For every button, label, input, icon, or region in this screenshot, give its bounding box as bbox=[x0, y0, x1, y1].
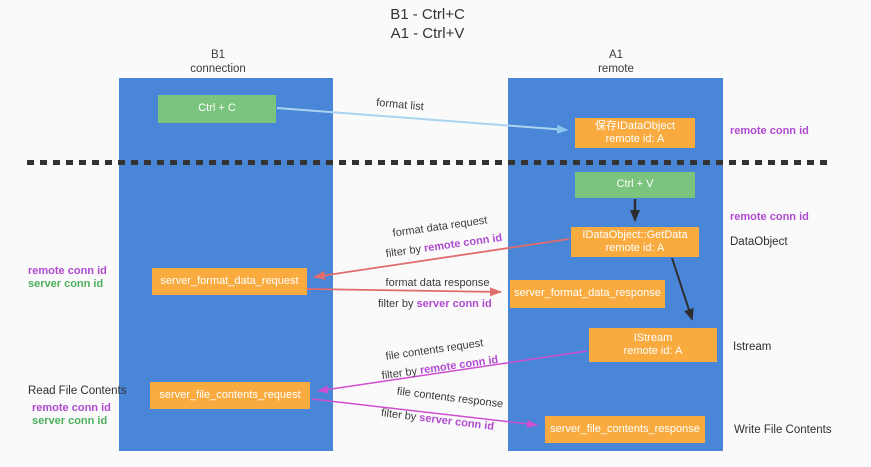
ctrl-v-box: Ctrl + V bbox=[575, 172, 695, 198]
write-file-contents-label: Write File Contents bbox=[734, 424, 832, 436]
format-data-response-arrow bbox=[306, 287, 502, 297]
header-a1-remote: A1 remote bbox=[546, 48, 686, 76]
getdata-line2: remote id: A bbox=[605, 242, 665, 254]
istream-side-label: Istream bbox=[733, 341, 772, 353]
format-data-response-text: format data response bbox=[385, 277, 490, 289]
ctrl-v-label: Ctrl + V bbox=[616, 178, 654, 191]
save-dataobject-line2: remote id: A bbox=[605, 133, 665, 145]
save-dataobject-line1: 保存IDataObject bbox=[594, 119, 676, 132]
ctrl-c-label: Ctrl + C bbox=[198, 102, 236, 115]
format-data-response-annotation: format data response bbox=[385, 277, 490, 289]
server-conn-id-label-left-1: server conn id bbox=[28, 278, 104, 290]
filter-by-text: filter by bbox=[380, 407, 421, 424]
file-contents-response-annotation: file contents response bbox=[394, 385, 507, 411]
read-file-contents-label: Read File Contents bbox=[28, 385, 127, 397]
idataobject-getdata-box: IDataObject::GetData remote id: A bbox=[571, 227, 699, 257]
filter-by-server-conn-id-annotation-1: filter by server conn id bbox=[378, 298, 492, 310]
remote-conn-id-label-mid: remote conn id bbox=[730, 211, 809, 223]
save-dataobject-box: 保存IDataObject remote id: A bbox=[575, 118, 695, 148]
filter-by-text: filter by bbox=[381, 364, 421, 383]
column-a1-subtitle: remote bbox=[598, 63, 634, 75]
server-conn-id-highlight: server conn id bbox=[416, 298, 492, 310]
diagram-title: B1 - Ctrl+C A1 - Ctrl+V bbox=[305, 6, 550, 43]
server-conn-id-highlight: server conn id bbox=[418, 411, 495, 433]
server-format-data-request-label: server_format_data_request bbox=[160, 274, 299, 287]
server-format-data-request-box: server_format_data_request bbox=[152, 268, 307, 295]
server-conn-id-label-left-2: server conn id bbox=[32, 415, 108, 427]
column-b1-subtitle: connection bbox=[190, 63, 246, 75]
filter-by-text: filter by bbox=[385, 242, 425, 261]
clipboard-boundary-dashed-line bbox=[27, 160, 833, 165]
server-format-data-response-label: server_format_data_response bbox=[514, 287, 661, 300]
format-list-annotation: format list bbox=[355, 95, 446, 115]
header-b1-connection: B1 connection bbox=[148, 48, 288, 76]
column-b1-name: B1 bbox=[210, 49, 226, 61]
remote-conn-id-label-top: remote conn id bbox=[730, 125, 809, 137]
getdata-line1: IDataObject::GetData bbox=[582, 228, 688, 241]
format-list-text: format list bbox=[375, 96, 425, 114]
remote-conn-id-highlight: remote conn id bbox=[423, 231, 503, 255]
server-file-contents-response-label: server_file_contents_response bbox=[550, 422, 700, 435]
server-format-data-response-box: server_format_data_response bbox=[510, 280, 665, 308]
istream-line1: IStream bbox=[633, 331, 673, 344]
remote-conn-id-label-left-1: remote conn id bbox=[28, 265, 107, 277]
istream-line2: remote id: A bbox=[623, 345, 683, 357]
dataobject-label: DataObject bbox=[730, 236, 788, 248]
column-a1-name: A1 bbox=[608, 49, 624, 61]
file-contents-response-text: file contents response bbox=[396, 385, 504, 411]
title-line-2: A1 - Ctrl+V bbox=[390, 24, 465, 42]
remote-conn-id-label-left-2: remote conn id bbox=[32, 402, 111, 414]
istream-box: IStream remote id: A bbox=[589, 328, 717, 362]
ctrl-c-box: Ctrl + C bbox=[158, 95, 276, 123]
filter-by-server-conn-id-annotation-2: filter by server conn id bbox=[380, 407, 496, 433]
filter-by-text: filter by bbox=[378, 298, 417, 310]
server-file-contents-response-box: server_file_contents_response bbox=[545, 416, 705, 443]
title-line-1: B1 - Ctrl+C bbox=[390, 6, 465, 23]
remote-conn-id-highlight: remote conn id bbox=[419, 353, 499, 377]
server-file-contents-request-box: server_file_contents_request bbox=[150, 382, 310, 409]
server-file-contents-request-label: server_file_contents_request bbox=[159, 388, 301, 401]
